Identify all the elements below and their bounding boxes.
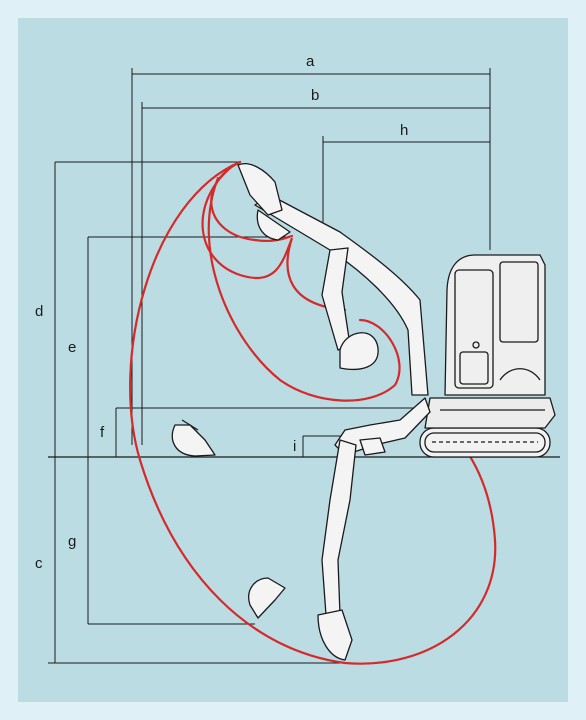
- dimension-label-e: e: [68, 339, 76, 356]
- reach-envelope: [129, 160, 497, 665]
- dimension-label-a: a: [306, 53, 315, 70]
- boom-raised: [254, 194, 429, 396]
- dimension-label-g: g: [68, 533, 76, 550]
- dimension-lines: [48, 68, 491, 664]
- dimension-label-i: i: [293, 438, 296, 455]
- dimension-label-group: a b h d e f i c g: [35, 53, 408, 572]
- dimension-label-f: f: [100, 424, 105, 441]
- dimension-label-b: b: [311, 87, 319, 104]
- excavator-body: [171, 163, 556, 661]
- cab: [444, 254, 546, 396]
- dimension-label-c: c: [35, 555, 43, 572]
- dimension-label-h: h: [400, 122, 408, 139]
- dimension-label-d: d: [35, 303, 43, 320]
